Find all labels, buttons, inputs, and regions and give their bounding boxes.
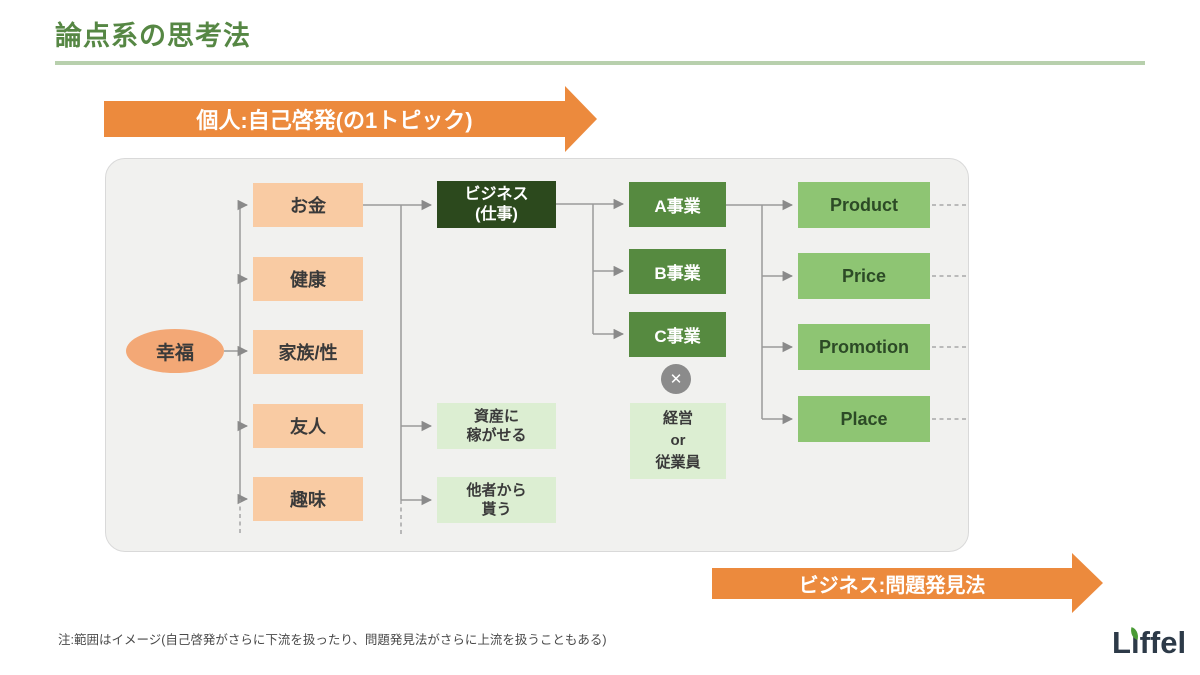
multiply-icon: ✕ (661, 364, 691, 394)
node-assets-earn-line2: 稼がせる (466, 427, 527, 444)
node-management-or-employee: 経営 or 従業員 (630, 403, 726, 479)
node-family: 家族/性 (253, 330, 363, 374)
node-receive-from-others-line2: 貰う (481, 501, 512, 518)
node-hobby: 趣味 (253, 477, 363, 521)
arrow-right-icon (1072, 553, 1103, 613)
node-business-a: A事業 (629, 182, 726, 227)
node-promotion: Promotion (798, 324, 930, 370)
node-receive-from-others-line1: 他者から (466, 481, 527, 499)
arrow-right-icon (565, 85, 597, 152)
node-role-line3: 従業員 (655, 453, 701, 471)
banner-personal-label: 個人:自己啓発(の1トピック) (104, 100, 565, 137)
logo-letter-i: ı (1130, 625, 1140, 660)
banner-business: ビジネス:問題発見法 (712, 553, 1103, 613)
node-receive-from-others: 他者から 貰う (437, 477, 556, 523)
node-business-c: C事業 (629, 312, 726, 357)
node-assets-earn: 資産に 稼がせる (437, 403, 556, 449)
banner-personal: 個人:自己啓発(の1トピック) (104, 85, 597, 152)
node-role-line1: 経営 (662, 410, 693, 428)
node-business-work-line2: (仕事) (475, 205, 518, 223)
logo-letter-l: L (1112, 625, 1131, 660)
banner-business-label: ビジネス:問題発見法 (712, 567, 1072, 599)
node-money: お金 (253, 183, 363, 227)
node-product: Product (798, 182, 930, 228)
node-business-work: ビジネス (仕事) (437, 181, 556, 228)
node-assets-earn-line1: 資産に (473, 407, 519, 425)
node-business-work-line1: ビジネス (464, 185, 529, 203)
footnote: 注:範囲はイメージ(自己啓発がさらに下流を扱ったり、問題発見法がさらに上流を扱う… (58, 633, 607, 647)
node-friends: 友人 (253, 404, 363, 448)
node-business-b: B事業 (629, 249, 726, 294)
node-happiness: 幸福 (126, 329, 224, 373)
page-title: 論点系の思考法 (55, 21, 251, 51)
node-price: Price (798, 253, 930, 299)
logo-rest: ffel (1139, 625, 1187, 660)
node-place: Place (798, 396, 930, 442)
node-role-line2: or (670, 432, 686, 450)
title-underline (55, 61, 1145, 65)
node-health: 健康 (253, 257, 363, 301)
